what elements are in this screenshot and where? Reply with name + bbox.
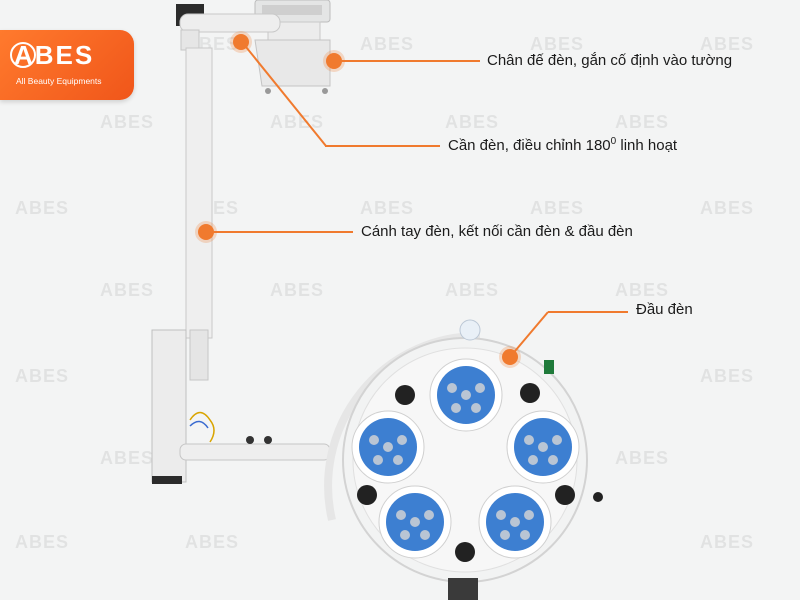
- lamp-head: [324, 319, 603, 600]
- led-module: [506, 410, 580, 484]
- lamp-arm: [179, 13, 281, 51]
- logo-tagline: All Beauty Equipments: [16, 76, 102, 86]
- callout-label-arm: Cần đèn, điều chỉnh 1800 linh hoạt: [448, 136, 678, 154]
- callout-label-base: Chân đế đèn, gắn cố định vào tường: [487, 52, 733, 69]
- callout-line-base: [335, 60, 480, 62]
- led-module: [478, 485, 552, 559]
- led-module: [429, 358, 503, 432]
- callout-dot-base: [326, 53, 342, 69]
- led-module: [351, 410, 425, 484]
- callout-label-extension: Cánh tay đèn, kết nối cần đèn & đầu đèn: [361, 223, 633, 240]
- logo-name: ABES: [14, 40, 95, 70]
- callout-line-arm: [325, 145, 440, 147]
- lamp-extension-arm: [151, 47, 331, 484]
- callout-label-head: Đầu đèn: [636, 301, 693, 318]
- logo-ring-icon: [10, 42, 36, 68]
- brand-logo: ABES All Beauty Equipments: [0, 30, 134, 100]
- callout-line-head: [548, 311, 628, 313]
- degree-superscript: 0: [610, 136, 617, 147]
- callout-dot-head: [502, 349, 518, 365]
- callout-dot-extension: [198, 224, 214, 240]
- callout-line-extension: [210, 231, 353, 233]
- callout-dot-arm: [233, 34, 249, 50]
- led-module: [378, 485, 452, 559]
